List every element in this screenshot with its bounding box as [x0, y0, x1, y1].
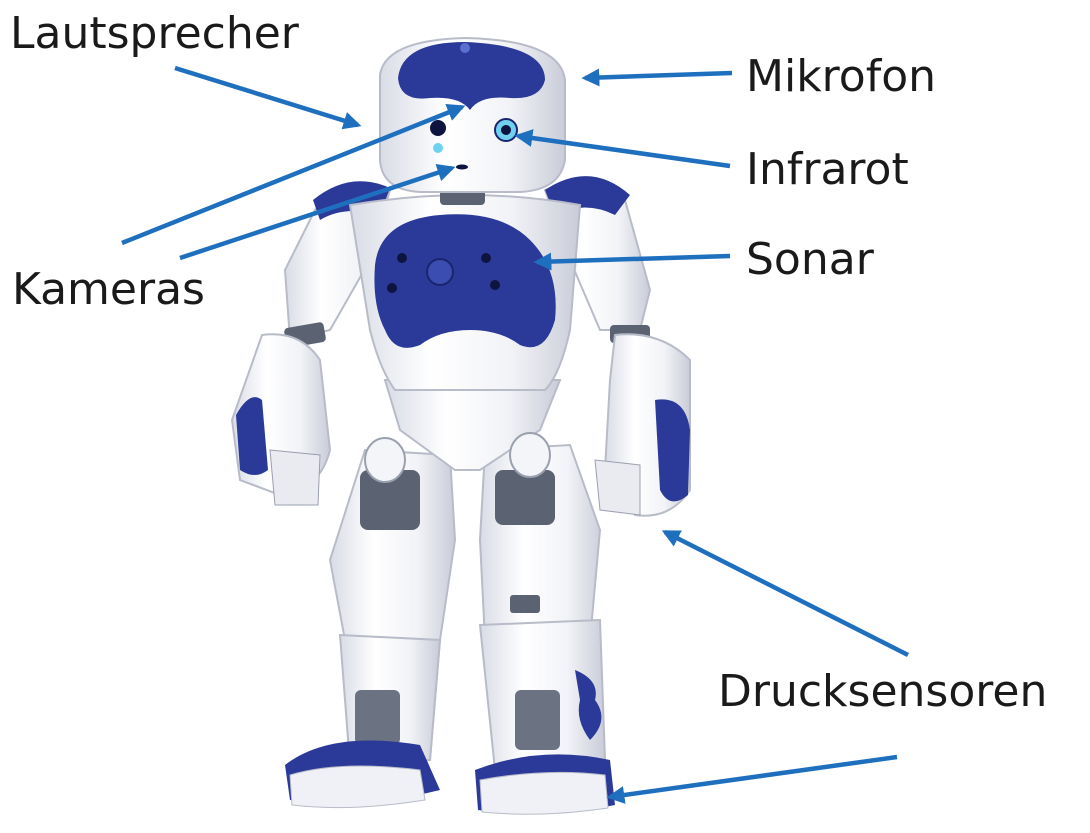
left-eye-sensor — [430, 120, 446, 136]
robot — [232, 38, 690, 814]
label-infrarot: Infrarot — [746, 148, 909, 192]
arrow-lautsprecher — [175, 68, 358, 125]
label-mikrofon: Mikrofon — [746, 55, 936, 99]
right-leg — [475, 445, 615, 814]
chest-button — [427, 259, 453, 285]
arrow-mikrofon — [585, 73, 732, 78]
label-drucksensoren: Drucksensoren — [718, 670, 1047, 714]
label-sonar: Sonar — [746, 238, 874, 282]
arrow-drucksensoren-hand — [665, 532, 908, 655]
label-lautsprecher: Lautsprecher — [10, 12, 299, 56]
mouth-camera — [456, 165, 468, 170]
robot-head — [380, 38, 565, 192]
arrow-drucksensoren-foot — [610, 757, 897, 797]
label-kameras: Kameras — [12, 268, 205, 312]
